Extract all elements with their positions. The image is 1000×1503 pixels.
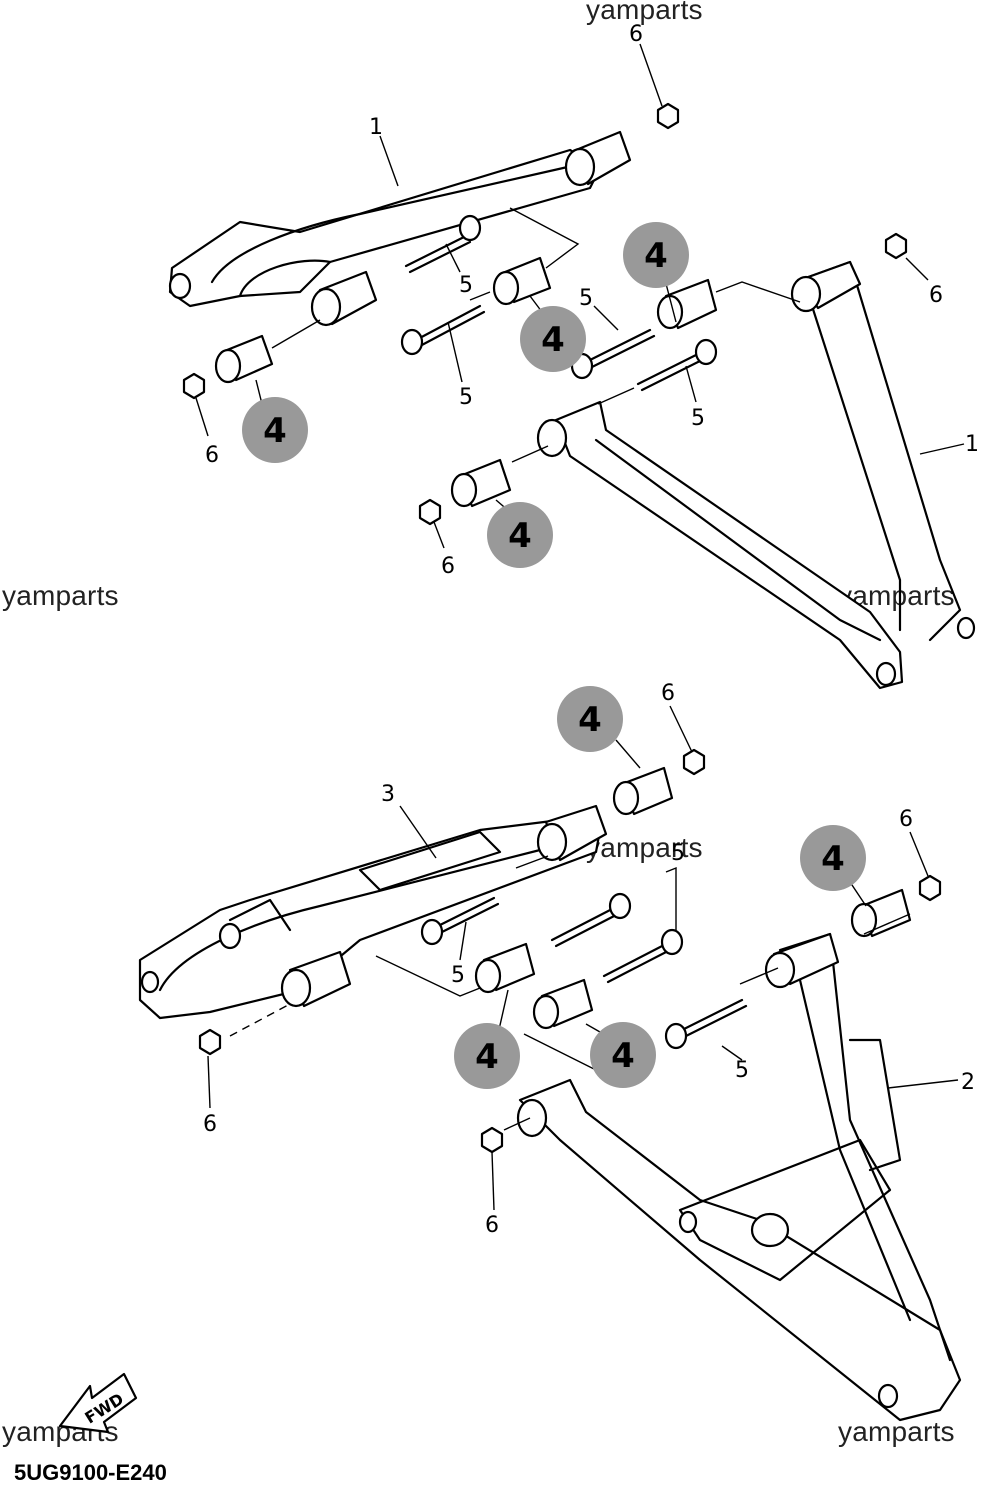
upper-arm-left[interactable] bbox=[168, 130, 632, 327]
bolt[interactable] bbox=[664, 998, 748, 1050]
lower-arm-left[interactable] bbox=[138, 804, 608, 1020]
nut[interactable] bbox=[656, 102, 680, 130]
svg-text:4: 4 bbox=[578, 700, 602, 740]
bolt[interactable] bbox=[636, 338, 718, 392]
callout-3: 3 bbox=[381, 782, 395, 807]
nut[interactable] bbox=[182, 372, 206, 400]
nut[interactable] bbox=[198, 1028, 222, 1056]
callout-5: 5 bbox=[459, 273, 473, 298]
watermark-bottom-right: yamparts bbox=[838, 1416, 955, 1447]
callout-2: 2 bbox=[961, 1070, 975, 1095]
callout-6: 6 bbox=[205, 443, 219, 468]
callout-badge-4: 4 bbox=[590, 1022, 656, 1088]
svg-text:4: 4 bbox=[475, 1037, 499, 1077]
bushing[interactable] bbox=[532, 978, 594, 1030]
nut[interactable] bbox=[682, 748, 706, 776]
callout-labels: 1 1 2 3 5 5 5 5 5 5 5 6 6 6 6 6 6 6 6 bbox=[203, 22, 979, 1238]
callout-6: 6 bbox=[203, 1112, 217, 1137]
assembly-lines bbox=[229, 207, 911, 1131]
bolt[interactable] bbox=[550, 892, 632, 948]
callout-6: 6 bbox=[441, 554, 455, 579]
bolt[interactable] bbox=[420, 896, 500, 946]
watermark-center: yamparts bbox=[586, 832, 703, 863]
bolt[interactable] bbox=[400, 304, 486, 356]
svg-text:4: 4 bbox=[821, 839, 845, 879]
svg-text:4: 4 bbox=[508, 516, 532, 556]
svg-text:4: 4 bbox=[644, 236, 668, 276]
lower-arm-right[interactable] bbox=[516, 932, 962, 1422]
callout-badge-4: 4 bbox=[800, 825, 866, 891]
bushing[interactable] bbox=[214, 334, 274, 384]
callout-5: 5 bbox=[671, 841, 685, 866]
callout-badge-4: 4 bbox=[557, 686, 623, 752]
bushing[interactable] bbox=[492, 256, 552, 306]
callout-5: 5 bbox=[579, 286, 593, 311]
bolt[interactable] bbox=[602, 928, 684, 984]
bushing[interactable] bbox=[850, 888, 912, 938]
watermark-top: yamparts bbox=[586, 0, 703, 25]
bushing[interactable] bbox=[450, 458, 512, 508]
callout-6: 6 bbox=[899, 807, 913, 832]
callout-badge-4: 4 bbox=[520, 306, 586, 372]
bushing[interactable] bbox=[612, 766, 674, 816]
svg-text:4: 4 bbox=[263, 411, 287, 451]
callout-1: 1 bbox=[965, 432, 979, 457]
callout-5: 5 bbox=[451, 963, 465, 988]
watermark-left-mid: yamparts bbox=[2, 580, 119, 611]
callout-badge-4: 4 bbox=[487, 502, 553, 568]
callout-6: 6 bbox=[629, 22, 643, 47]
callout-badge-4: 4 bbox=[454, 1023, 520, 1089]
nut[interactable] bbox=[918, 874, 942, 902]
svg-text:4: 4 bbox=[541, 320, 565, 360]
callout-badge-4: 4 bbox=[242, 397, 308, 463]
diagram-code: 5UG9100-E240 bbox=[14, 1460, 167, 1485]
bushing[interactable] bbox=[474, 942, 536, 994]
svg-text:4: 4 bbox=[611, 1036, 635, 1076]
bolt[interactable] bbox=[570, 328, 656, 380]
callout-6: 6 bbox=[929, 283, 943, 308]
callout-5: 5 bbox=[691, 406, 705, 431]
nut[interactable] bbox=[884, 232, 908, 260]
bolt[interactable] bbox=[404, 214, 482, 274]
callout-1: 1 bbox=[369, 115, 383, 140]
nut[interactable] bbox=[480, 1126, 504, 1154]
callout-badge-4: 4 bbox=[623, 222, 689, 288]
upper-arm-right[interactable] bbox=[536, 260, 976, 690]
callout-6: 6 bbox=[485, 1213, 499, 1238]
fwd-arrow-icon: FWD bbox=[58, 1372, 138, 1434]
callout-6: 6 bbox=[661, 681, 675, 706]
callout-5: 5 bbox=[735, 1058, 749, 1083]
nut[interactable] bbox=[418, 498, 442, 526]
callout-5: 5 bbox=[459, 385, 473, 410]
